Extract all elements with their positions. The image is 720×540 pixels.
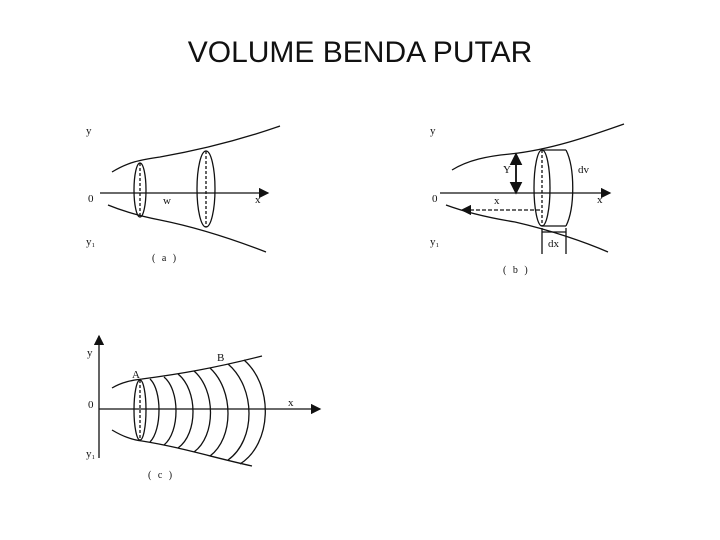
diagram-b-lower-curve xyxy=(445,204,609,253)
diagram-c-A-label: A xyxy=(132,369,140,381)
diagram-a-y-label: y xyxy=(86,125,92,137)
diagram-a-lower-curve xyxy=(107,204,267,253)
diagram-c-arc-2 xyxy=(163,376,177,446)
diagram-a xyxy=(100,125,281,253)
diagram-c-arc-6 xyxy=(227,363,250,461)
diagram-b-y-label: y xyxy=(430,125,436,137)
diagram-b-disk-right-edge xyxy=(565,149,574,227)
diagram-c-arc-4 xyxy=(193,370,212,453)
diagram-c-x-label: x xyxy=(288,397,294,409)
diagram-c-caption: ( c ) xyxy=(148,470,174,481)
diagram-c-arc-7 xyxy=(239,359,266,465)
diagram-b-dv-label: dv xyxy=(578,164,590,176)
diagram-b-Y-label: Y xyxy=(503,164,511,176)
diagram-b-caption: ( b ) xyxy=(503,265,530,276)
diagram-b-x-arrow-label: x xyxy=(494,195,500,207)
slide-title: VOLUME BENDA PUTAR xyxy=(187,36,533,69)
diagram-b-dx-label: dx xyxy=(548,238,560,250)
diagram-c-origin-label: 0 xyxy=(88,399,94,411)
diagram-c-arc-3 xyxy=(177,373,194,449)
diagram-c-y-label: y xyxy=(87,347,93,359)
diagram-b-y1-label: y₁ xyxy=(430,236,440,248)
diagram-a-w-label: w xyxy=(163,195,171,207)
diagram-c-lower-curve xyxy=(111,429,253,467)
diagram-b-upper-curve xyxy=(451,123,625,171)
diagram-b-origin-label: 0 xyxy=(432,193,438,205)
diagram-a-y1-label: y₁ xyxy=(86,236,96,248)
diagram-a-origin-label: 0 xyxy=(88,193,94,205)
diagram-b xyxy=(440,123,625,254)
diagram-c-y1-label: y₁ xyxy=(86,448,96,460)
diagram-a-upper-curve xyxy=(111,125,281,173)
diagram-c-arc-1 xyxy=(149,378,160,443)
diagram-a-caption: ( a ) xyxy=(152,253,178,264)
diagram-c-B-label: B xyxy=(217,352,224,364)
diagram-a-x-label: x xyxy=(255,194,261,206)
diagram-b-x-label: x xyxy=(597,194,603,206)
diagram-c xyxy=(93,334,322,467)
diagram-c-arc-5 xyxy=(209,367,229,457)
